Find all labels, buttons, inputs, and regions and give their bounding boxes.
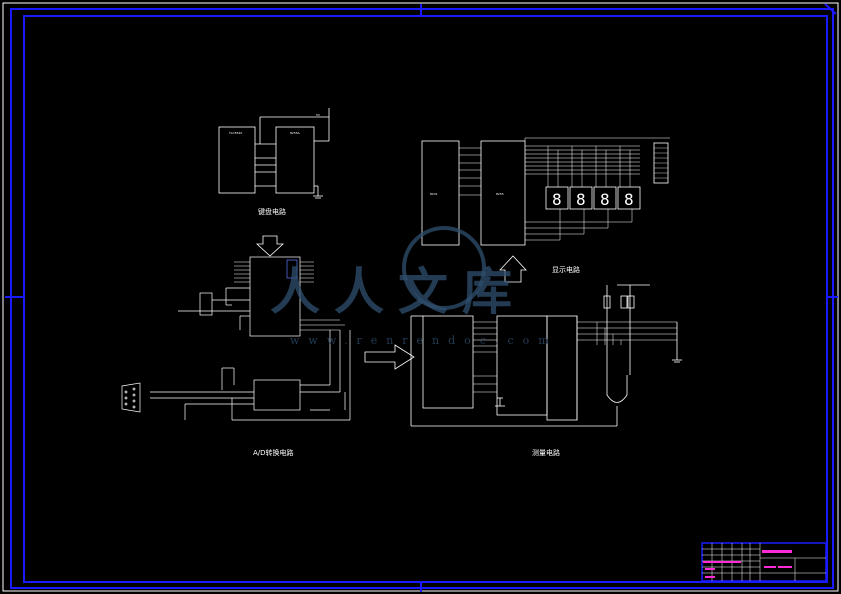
supply-label: 5V (316, 113, 321, 117)
keyboard-circuit (218, 108, 330, 199)
keyboard-left-chip-name: TLC5540 (228, 131, 242, 135)
title-block-magenta-marks (703, 550, 792, 578)
watermark-url: www.renrendoc.com (290, 334, 558, 347)
ad-right-arrow (364, 344, 415, 370)
measure-circuit (410, 284, 682, 427)
center-marks (5, 3, 838, 592)
inner-frame (23, 15, 828, 583)
keyboard-right-chip-name: 8255A (290, 131, 301, 135)
ad-circuit-label: A/D转换电路 (253, 449, 294, 457)
measure-circuit-label: 测量电路 (532, 449, 560, 457)
watermark-logo-ring (402, 226, 486, 310)
keyboard-down-arrow (255, 235, 285, 257)
ad-circuit (121, 256, 351, 421)
digit-4: 8 (624, 190, 634, 209)
keyboard-circuit-label: 键盘电路 (258, 208, 286, 216)
digit-2: 8 (576, 190, 586, 209)
display-up-arrow (499, 255, 527, 283)
display-circuit-label: 显示电路 (552, 266, 580, 274)
watermark-text: 人人文库 (270, 262, 526, 321)
digit-1: 8 (552, 190, 562, 209)
digit-3: 8 (600, 190, 610, 209)
display-circuit (421, 137, 670, 246)
display-right-chip-name: 8255 (496, 192, 504, 196)
display-left-chip-name: 8031 (430, 192, 438, 196)
